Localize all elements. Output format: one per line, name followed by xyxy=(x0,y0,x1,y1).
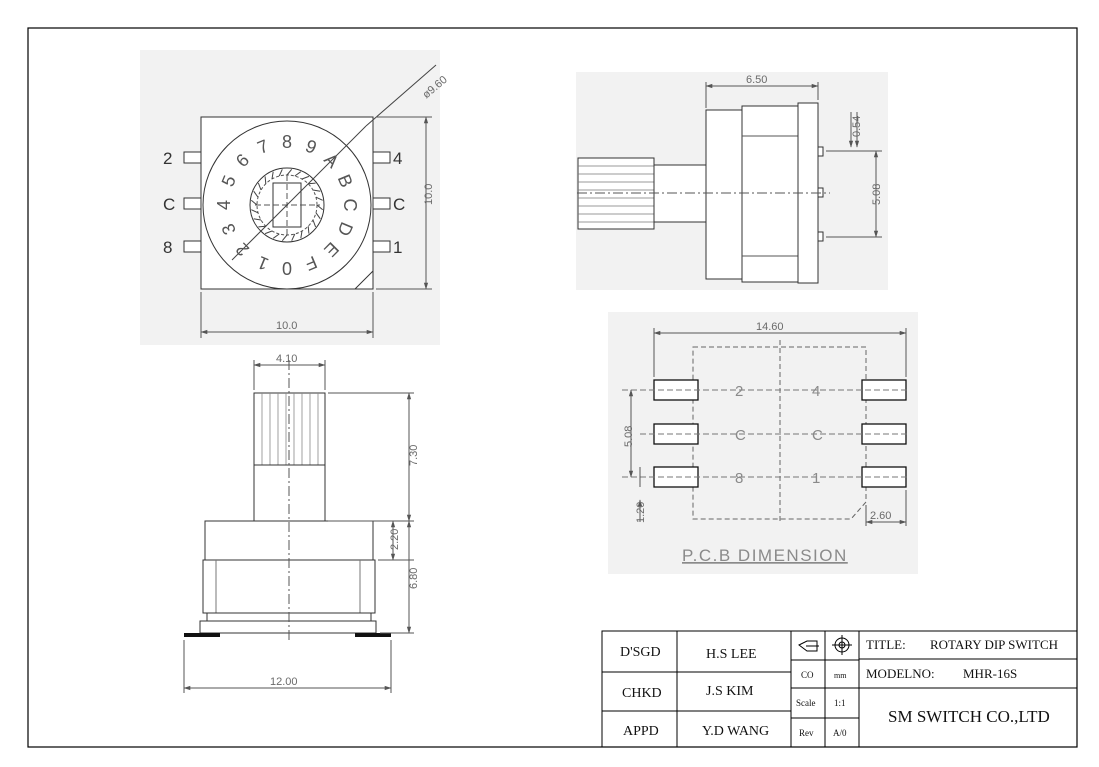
gear-tooth xyxy=(291,233,296,241)
gear-tooth xyxy=(253,190,259,198)
gear-tooth xyxy=(286,168,293,176)
gear-tooth xyxy=(258,225,266,228)
rotor-circle xyxy=(202,120,372,290)
rev-value: A/0 xyxy=(833,728,847,738)
collar-dimension: 2.20 xyxy=(389,529,401,550)
gear-tooth xyxy=(315,212,321,220)
co-label: CO xyxy=(801,670,814,680)
pcb-pitch-dimension: 5.08 xyxy=(623,426,635,447)
gear-tooth xyxy=(251,209,259,214)
role-label: D'SGD xyxy=(620,645,661,660)
pin-label: 8 xyxy=(163,238,172,257)
switch-body-side xyxy=(705,109,743,280)
pcb-label: 8 xyxy=(735,470,743,487)
pcb-label: 1 xyxy=(812,470,820,487)
pin-thickness-dimension: 0.54 xyxy=(851,116,863,137)
dial-digit: 4 xyxy=(214,200,234,210)
title-value: ROTARY DIP SWITCH xyxy=(930,637,1058,652)
gear-tooth xyxy=(316,204,324,211)
rev-label: Rev xyxy=(799,728,814,738)
total-width-dimension: 12.00 xyxy=(270,676,298,688)
pcb-label: C xyxy=(812,427,823,444)
dial-digit: 8 xyxy=(282,132,292,152)
gear-tooth xyxy=(264,230,273,235)
gear-tooth xyxy=(257,182,262,191)
projection-symbol xyxy=(798,635,852,655)
height-dimension: 10.0 xyxy=(423,184,435,205)
model-label: MODELNO: xyxy=(866,666,935,681)
title-block xyxy=(601,630,1078,748)
gear-tooth xyxy=(271,171,274,180)
title-label: TITLE: xyxy=(866,637,906,652)
gear-tooth xyxy=(294,171,302,177)
side-view: 6.50 0.54 5.08 xyxy=(576,72,888,290)
pin-label: 4 xyxy=(393,149,402,168)
pcb-label: 4 xyxy=(812,383,820,400)
gear-tooth xyxy=(308,182,316,185)
scale-label: Scale xyxy=(796,698,816,708)
pcb-label: 2 xyxy=(735,383,743,400)
gear-tooth xyxy=(300,230,303,239)
body-height-dimension: 6.80 xyxy=(408,568,420,589)
gear-tooth xyxy=(281,234,288,242)
pin-label: 1 xyxy=(393,238,402,257)
width-dimension: 10.0 xyxy=(276,320,297,332)
role-label: CHKD xyxy=(622,686,662,701)
company-name: SM SWITCH CO.,LTD xyxy=(888,707,1050,726)
model-value: MHR-16S xyxy=(963,666,1017,681)
gear-tooth xyxy=(312,189,321,192)
pin-span-dimension: 5.08 xyxy=(871,184,883,205)
offset-dimension: 2.60 xyxy=(870,510,891,522)
role-label: APPD xyxy=(623,724,659,739)
gear-tooth xyxy=(312,219,317,228)
scale-value: 1:1 xyxy=(834,698,846,708)
pin-label: 2 xyxy=(163,149,172,168)
gear-tooth xyxy=(253,218,262,221)
body-length-dimension: 6.50 xyxy=(746,74,767,86)
name-value: Y.D WANG xyxy=(702,724,769,739)
pcb-width-dimension: 14.60 xyxy=(756,321,784,333)
dial-digit: C xyxy=(340,199,360,212)
unit-value: mm xyxy=(834,671,847,680)
name-value: J.S KIM xyxy=(706,684,754,699)
gear-tooth xyxy=(272,233,280,239)
pad-dimension: 1.20 xyxy=(635,502,647,523)
pcb-caption: P.C.B DIMENSION xyxy=(682,546,848,565)
pcb-label: C xyxy=(735,427,746,444)
pin-label: C xyxy=(163,195,175,214)
gear-tooth xyxy=(307,226,310,234)
name-value: H.S LEE xyxy=(706,647,757,662)
shaft-width-dimension: 4.10 xyxy=(276,353,297,365)
dial-digit: 0 xyxy=(282,258,292,278)
gear-tooth xyxy=(264,176,267,184)
gear-tooth xyxy=(250,199,258,206)
gear-tooth xyxy=(315,196,323,201)
gear-tooth xyxy=(301,175,310,180)
pin-label: C xyxy=(393,195,405,214)
front-view: 4.10 7.30 2.20 6.80 12.00 xyxy=(183,353,420,693)
pcb-layout: 2 C 8 4 C 1 14.60 5.08 1.20 2.60 P.C.B D… xyxy=(608,312,918,574)
gear-tooth xyxy=(278,169,283,177)
drawing-border xyxy=(27,27,1078,748)
shaft-height-dimension: 7.30 xyxy=(408,445,420,466)
